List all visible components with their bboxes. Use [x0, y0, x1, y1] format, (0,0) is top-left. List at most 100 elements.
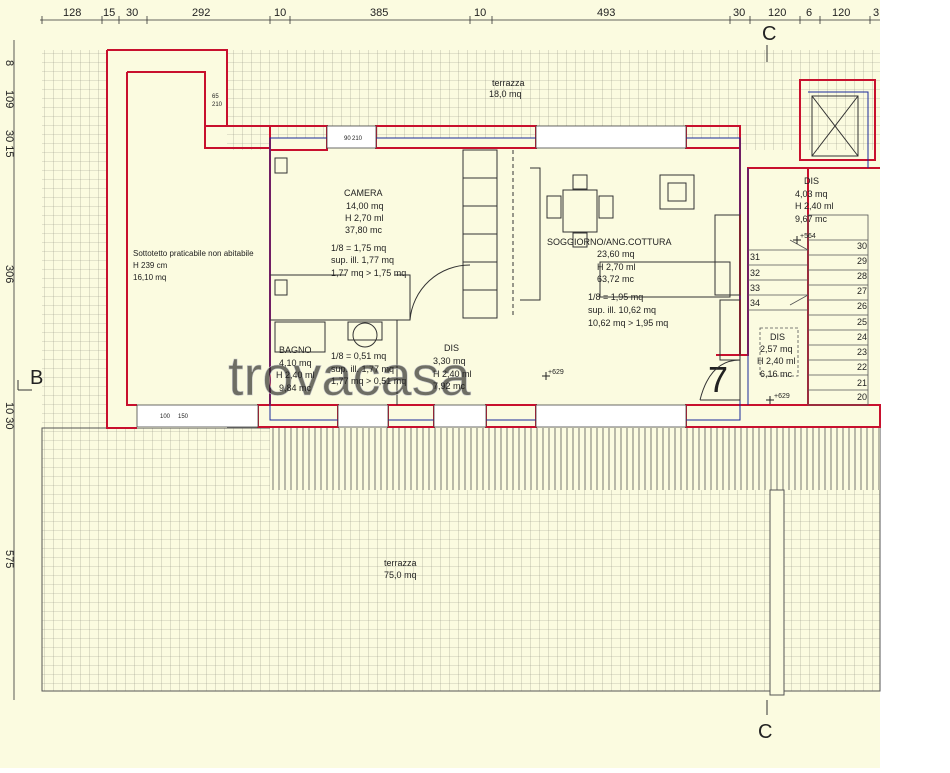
level-crosshairs	[542, 236, 801, 404]
dim-left-1: 8	[3, 60, 15, 66]
svg-text:30: 30	[857, 241, 867, 251]
label-terrace-top: terrazza 18,0 mq	[489, 78, 525, 99]
living-furniture	[546, 174, 741, 361]
dim-left-3: 30 15	[3, 130, 15, 158]
svg-text:37,80 mc: 37,80 mc	[345, 225, 383, 235]
svg-text:+629: +629	[774, 393, 790, 400]
svg-text:H 2,40 ml: H 2,40 ml	[276, 370, 315, 380]
svg-text:terrazza: terrazza	[492, 78, 525, 88]
apartment-floor	[270, 138, 740, 428]
stair-floor	[740, 160, 880, 428]
svg-text:32: 32	[750, 268, 760, 278]
svg-text:100: 100	[160, 414, 171, 420]
dim-top-13: 3	[873, 7, 879, 19]
svg-text:1/8 = 0,51 mq: 1/8 = 0,51 mq	[331, 351, 386, 361]
svg-text:26: 26	[857, 301, 867, 311]
svg-text:H 2,40 ml: H 2,40 ml	[757, 356, 796, 366]
dim-left-2: 109	[3, 90, 15, 108]
svg-text:20: 20	[857, 392, 867, 402]
sheet-margin	[880, 0, 950, 768]
svg-text:9,67 mc: 9,67 mc	[795, 214, 828, 224]
terrace-left-strip	[42, 50, 107, 428]
svg-text:22: 22	[857, 362, 867, 372]
svg-text:sup. ill. 1,77 mq: sup. ill. 1,77 mq	[331, 364, 394, 374]
dim-top-8: 493	[597, 7, 615, 19]
svg-text:BAGNO: BAGNO	[279, 345, 312, 355]
svg-text:SOGGIORNO/ANG.COTTURA: SOGGIORNO/ANG.COTTURA	[547, 237, 672, 247]
svg-text:16,10 mq: 16,10 mq	[133, 273, 166, 282]
svg-text:7,92 mc: 7,92 mc	[433, 381, 466, 391]
dim-top-2: 15	[103, 7, 115, 19]
stair-numbers-right: 30 29 28 27 26 25 24 23 22 21 20	[857, 241, 867, 402]
watermark: trovacasa	[228, 344, 472, 407]
label-attic: Sottotetto praticabile non abitabile H 2…	[133, 249, 254, 282]
dim-left-6: 575	[3, 550, 15, 568]
svg-text:terrazza: terrazza	[384, 558, 417, 568]
level-markers: +629 +629 +564	[548, 233, 816, 400]
svg-text:28: 28	[857, 271, 867, 281]
svg-text:1,77 mq > 1,75 mq: 1,77 mq > 1,75 mq	[331, 268, 406, 278]
bath-fixtures	[274, 321, 383, 353]
dim-top-4: 292	[192, 7, 210, 19]
svg-text:H 239 cm: H 239 cm	[133, 261, 168, 270]
svg-text:21: 21	[857, 378, 867, 388]
label-hall: DIS 3,30 mq H 2,40 ml 7,92 mc	[433, 343, 472, 391]
top-dimension-line	[40, 16, 880, 24]
svg-text:CAMERA: CAMERA	[344, 188, 383, 198]
svg-text:1/8 = 1,75 mq: 1/8 = 1,75 mq	[331, 243, 386, 253]
dim-top-1: 128	[63, 7, 81, 19]
svg-text:65: 65	[212, 94, 219, 100]
dim-top-6: 385	[370, 7, 388, 19]
svg-text:+629: +629	[548, 369, 564, 376]
svg-text:Sottotetto praticabile non abi: Sottotetto praticabile non abitabile	[133, 249, 254, 258]
label-living: SOGGIORNO/ANG.COTTURA 23,60 mq H 2,70 ml…	[547, 237, 672, 328]
svg-text:23,60 mq: 23,60 mq	[597, 249, 635, 259]
label-dis-small: DIS 2,57 mq H 2,40 ml 6,16 mc	[757, 332, 796, 379]
svg-text:14,00 mq: 14,00 mq	[346, 201, 384, 211]
svg-text:27: 27	[857, 286, 867, 296]
svg-text:+564: +564	[800, 233, 816, 240]
svg-text:9,84 mc: 9,84 mc	[279, 383, 312, 393]
dim-top-10: 120	[768, 7, 786, 19]
svg-text:25: 25	[857, 317, 867, 327]
svg-text:23: 23	[857, 347, 867, 357]
staircase	[748, 214, 869, 406]
dim-top-12: 120	[832, 7, 850, 19]
svg-text:31: 31	[750, 252, 760, 262]
section-c-top: C	[762, 23, 776, 45]
svg-text:6,16 mc: 6,16 mc	[760, 369, 793, 379]
svg-text:75,0 mq: 75,0 mq	[384, 570, 417, 580]
dim-left-5: 10 30	[3, 402, 15, 430]
svg-text:63,72 mc: 63,72 mc	[597, 274, 635, 284]
section-lines	[17, 45, 768, 715]
left-dimension-line: 8 109 30 15 306 10 30 575	[3, 40, 15, 700]
svg-text:33: 33	[750, 283, 760, 293]
svg-text:210: 210	[212, 102, 223, 108]
svg-text:H 2,70 ml: H 2,70 ml	[597, 262, 636, 272]
dim-top-11: 6	[806, 7, 812, 19]
partitions	[270, 149, 541, 405]
svg-text:34: 34	[750, 298, 760, 308]
elevator-shaft	[811, 95, 859, 157]
label-terrace-bottom: terrazza 75,0 mq	[384, 558, 417, 580]
svg-text:4,03 mq: 4,03 mq	[795, 189, 828, 199]
svg-text:DIS: DIS	[804, 176, 819, 186]
unit-number-door	[699, 359, 741, 401]
dim-top-7: 10	[474, 7, 486, 19]
svg-text:4,10 mq: 4,10 mq	[279, 358, 312, 368]
svg-text:1,77 mq > 0,51 mq: 1,77 mq > 0,51 mq	[331, 376, 406, 386]
terrace-divider	[769, 489, 785, 696]
section-b-left: B	[30, 367, 43, 389]
attic-floor	[107, 50, 227, 428]
svg-text:18,0 mq: 18,0 mq	[489, 89, 522, 99]
dim-left-4: 306	[3, 265, 15, 283]
label-bedroom: CAMERA 14,00 mq H 2,70 ml 37,80 mc 1/8 =…	[331, 188, 406, 278]
svg-text:210: 210	[352, 136, 363, 142]
unit-number: 7	[708, 359, 728, 400]
section-c-bottom: C	[758, 721, 772, 743]
svg-text:H 2,70 ml: H 2,70 ml	[345, 213, 384, 223]
dim-top-3: 30	[126, 7, 138, 19]
windows	[136, 125, 687, 428]
